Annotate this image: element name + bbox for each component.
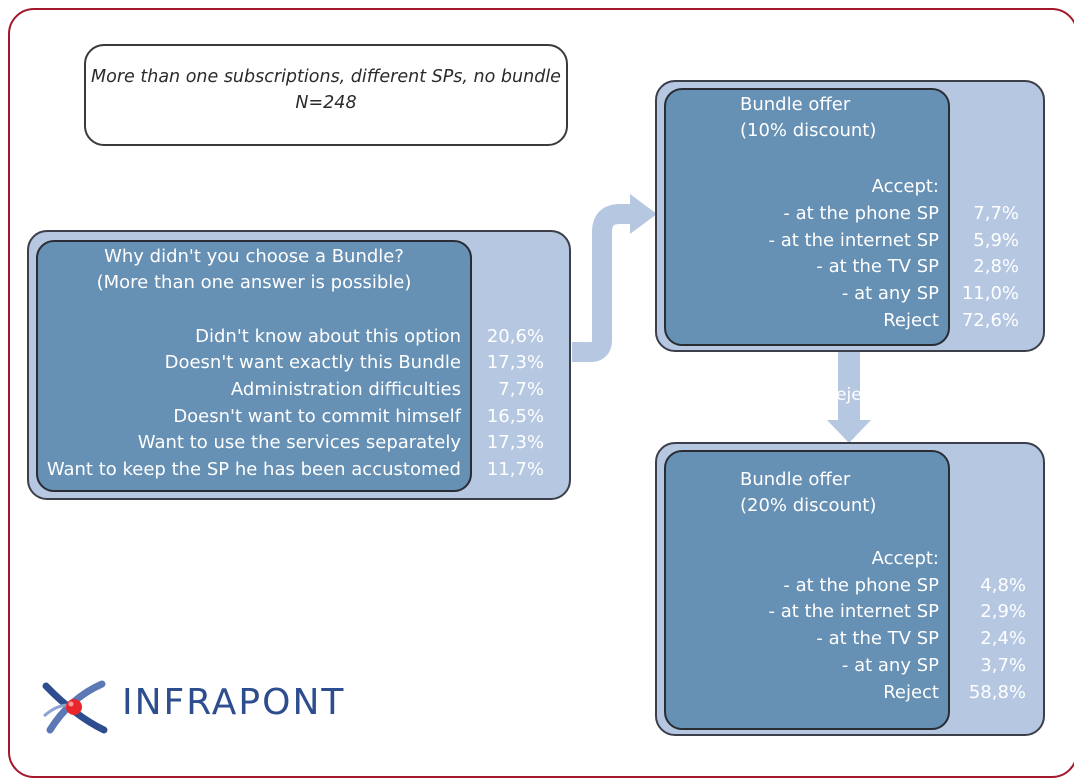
elbow-arrow-head (630, 194, 657, 234)
down-arrow-shaft (838, 352, 860, 424)
why-item-label: Want to use the services separately (137, 432, 461, 453)
offer1-item-value: 7,7% (973, 203, 1019, 224)
offer2-title-line2: (20% discount) (740, 495, 877, 516)
elbow-arrow-shaft (572, 204, 632, 362)
why-item-value: 20,6% (486, 326, 544, 347)
offer1-item-label: - at the internet SP (768, 230, 939, 251)
why-item-value: 7,7% (498, 379, 544, 400)
offer2-item-label: - at the phone SP (783, 575, 939, 596)
why-inner-box (36, 240, 472, 492)
offer2-item-value: 2,9% (980, 601, 1026, 622)
offer2-item-value: 3,7% (980, 655, 1026, 676)
why-item-value: 11,7% (486, 459, 544, 480)
why-item-label: Doesn't want to commit himself (173, 406, 461, 427)
why-item-label: Want to keep the SP he has been accustom… (46, 459, 461, 480)
offer1-item-value: 2,8% (973, 256, 1019, 277)
why-item-value: 16,5% (486, 406, 544, 427)
offer2-item-value: 4,8% (980, 575, 1026, 596)
infrapont-logo-text: INFRAPONT (122, 682, 346, 723)
sample-description-box: More than one subscriptions, different S… (84, 44, 568, 146)
why-item-value: 17,3% (486, 352, 544, 373)
sample-size: N=248 (295, 93, 357, 113)
offer1-title-line1: Bundle offer (740, 94, 851, 115)
why-item-label: Administration difficulties (230, 379, 461, 400)
offer1-item-value: 72,6% (961, 310, 1019, 331)
why-item-value: 17,3% (486, 432, 544, 453)
offer1-item-label: - at any SP (841, 283, 939, 304)
offer2-accept-label: Accept: (871, 548, 939, 569)
if-reject-label: If reject (813, 385, 878, 405)
offer2-item-value: 2,4% (980, 628, 1026, 649)
offer1-item-value: 11,0% (961, 283, 1019, 304)
infrapont-logo-icon (42, 680, 108, 734)
offer2-item-value: 58,8% (968, 682, 1026, 703)
offer1-item-label: - at the TV SP (816, 256, 939, 277)
why-item-label: Doesn't want exactly this Bundle (164, 352, 461, 373)
offer1-item-label: - at the phone SP (783, 203, 939, 224)
why-title-line1: Why didn't you choose a Bundle? (104, 246, 404, 267)
offer2-inner-box (664, 450, 950, 730)
offer1-item-label: Reject (883, 310, 939, 331)
offer2-item-label: - at any SP (841, 655, 939, 676)
why-title-line2: (More than one answer is possible) (96, 272, 412, 293)
offer2-item-label: Reject (883, 682, 939, 703)
offer1-accept-label: Accept: (871, 176, 939, 197)
sample-description: More than one subscriptions, different S… (91, 67, 561, 87)
offer2-title-line1: Bundle offer (740, 469, 851, 490)
offer2-item-label: - at the TV SP (816, 628, 939, 649)
offer2-item-label: - at the internet SP (768, 601, 939, 622)
why-item-label: Didn't know about this option (195, 326, 461, 347)
offer1-inner-box (664, 88, 950, 346)
offer1-title-line2: (10% discount) (740, 120, 877, 141)
down-arrow-head (827, 420, 871, 443)
offer1-item-value: 5,9% (973, 230, 1019, 251)
